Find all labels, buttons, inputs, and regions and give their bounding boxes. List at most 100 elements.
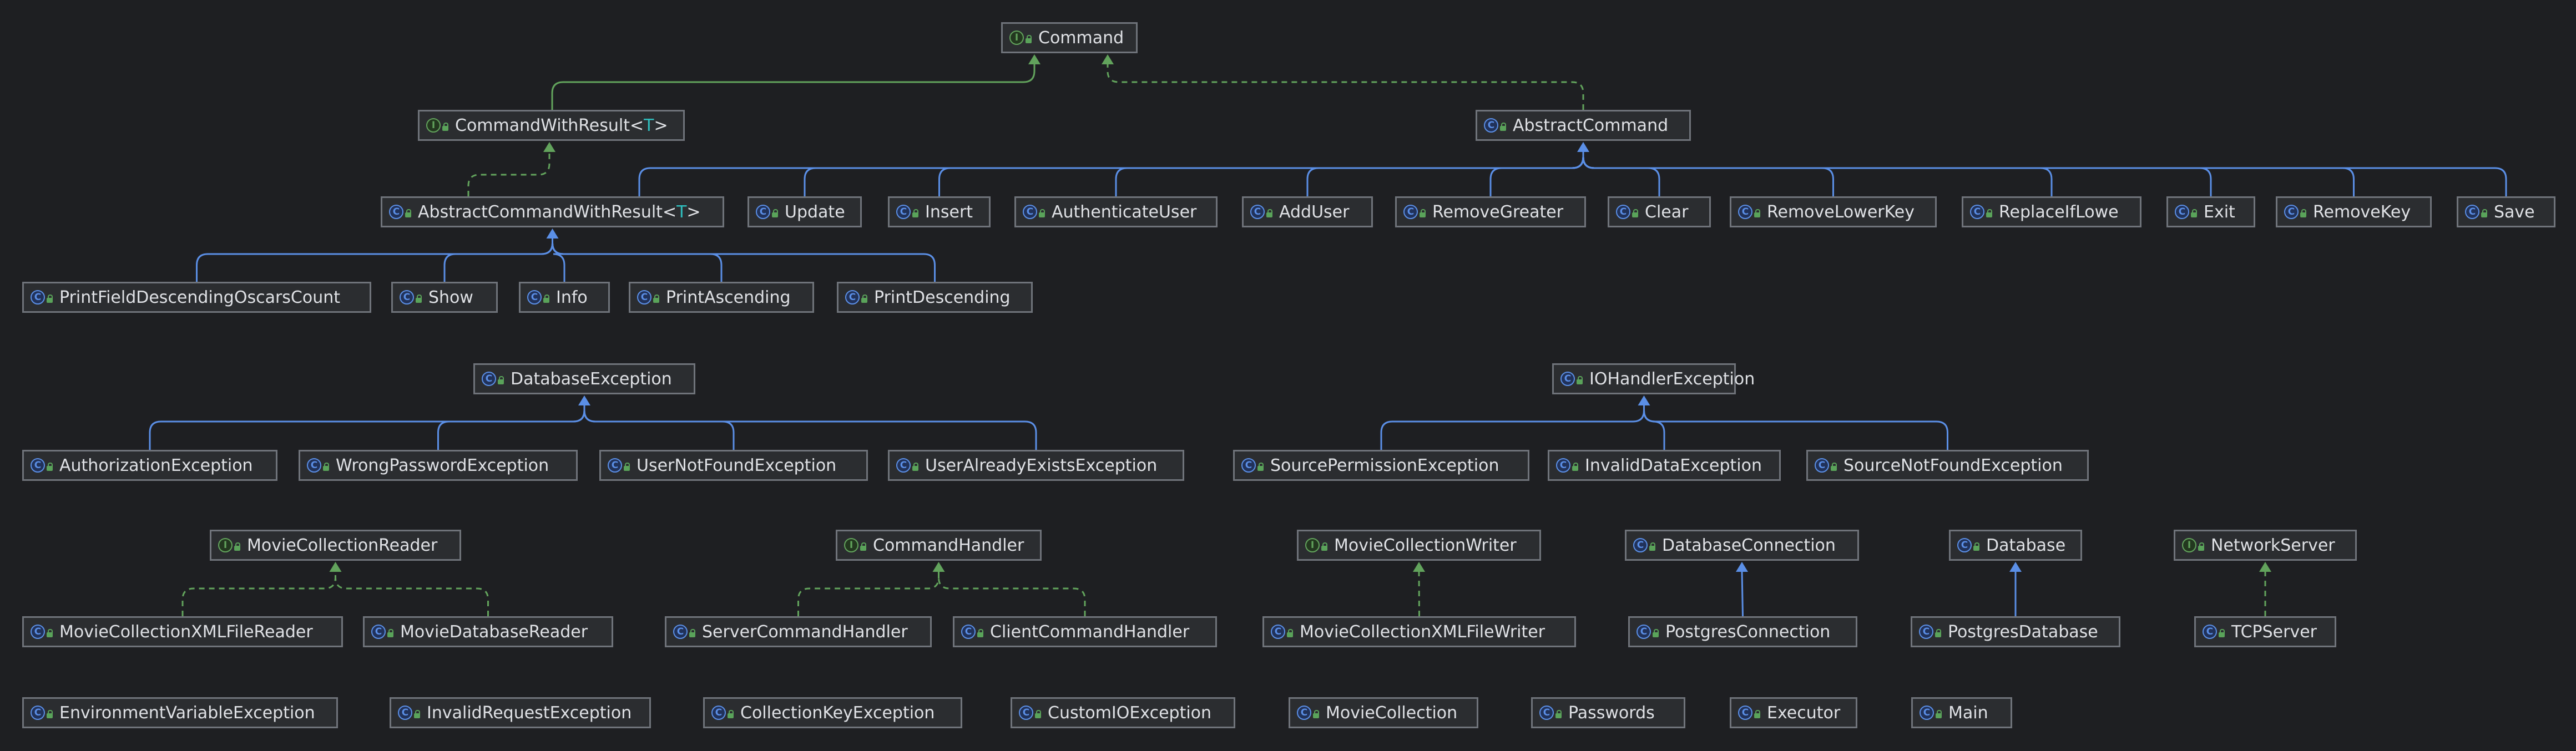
visibility-lock-icon (543, 294, 549, 303)
class-name-label: DatabaseConnection (1662, 535, 1836, 555)
class-name-label: MovieCollectionXMLFileWriter (1300, 622, 1545, 642)
class-name-label: CommandWithResult (455, 115, 630, 135)
visibility-lock-icon (1936, 709, 1942, 718)
class-name-label: Clear (1645, 202, 1689, 222)
class-name-label: RemoveKey (2313, 202, 2411, 222)
class-icon: C (1539, 706, 1562, 720)
type-parameter: T (676, 202, 687, 222)
class-name-label: MovieCollectionXMLFileReader (59, 622, 313, 642)
class-node-postgres-database[interactable]: C PostgresDatabase (1911, 616, 2120, 647)
class-name-label: MovieCollectionReader (247, 535, 438, 555)
class-name-label: PostgresDatabase (1948, 622, 2098, 642)
class-icon: C (482, 372, 504, 386)
class-icon: C (961, 625, 983, 639)
interface-icon: I (1009, 31, 1032, 45)
class-name-label: MovieCollectionWriter (1334, 535, 1517, 555)
class-icon: C (673, 625, 695, 639)
class-icon: C (1919, 625, 1941, 639)
class-icon: C (896, 205, 918, 219)
inheritance-edge (1582, 151, 1660, 196)
generic-close: > (686, 202, 701, 222)
class-icon: C (31, 458, 53, 473)
class-name-label: IOHandlerException (1589, 369, 1755, 389)
arrow-head-icon (543, 142, 555, 152)
inheritance-edge (551, 63, 1036, 110)
inheritance-edge (797, 571, 940, 616)
class-name-label: WrongPasswordException (336, 455, 549, 475)
arrow-head-icon (1028, 54, 1040, 64)
inheritance-edge (938, 151, 1584, 196)
visibility-lock-icon (1935, 628, 1941, 637)
visibility-lock-icon (860, 542, 866, 551)
class-icon: C (2203, 625, 2225, 639)
class-node-passwords[interactable]: C Passwords (1531, 697, 1685, 728)
arrow-head-icon (1577, 142, 1589, 152)
visibility-lock-icon (1500, 122, 1506, 131)
class-name-label: PrintAscending (666, 287, 791, 307)
visibility-lock-icon (1026, 34, 1032, 43)
inheritance-edge (1306, 151, 1584, 196)
interface-icon: I (844, 538, 866, 552)
visibility-lock-icon (1266, 209, 1272, 217)
visibility-lock-icon (2300, 209, 2306, 217)
visibility-lock-icon (1577, 376, 1583, 384)
inheritance-edge (1582, 151, 2355, 196)
class-icon: C (400, 290, 422, 305)
class-name-label: Passwords (1568, 703, 1655, 723)
generic-close: > (654, 115, 668, 135)
class-icon: C (1019, 706, 1041, 720)
visibility-lock-icon (47, 294, 53, 303)
class-name-label: UserNotFoundException (637, 455, 837, 475)
class-node-print-asc[interactable]: C PrintAscending (629, 282, 814, 313)
class-icon: C (637, 290, 659, 305)
